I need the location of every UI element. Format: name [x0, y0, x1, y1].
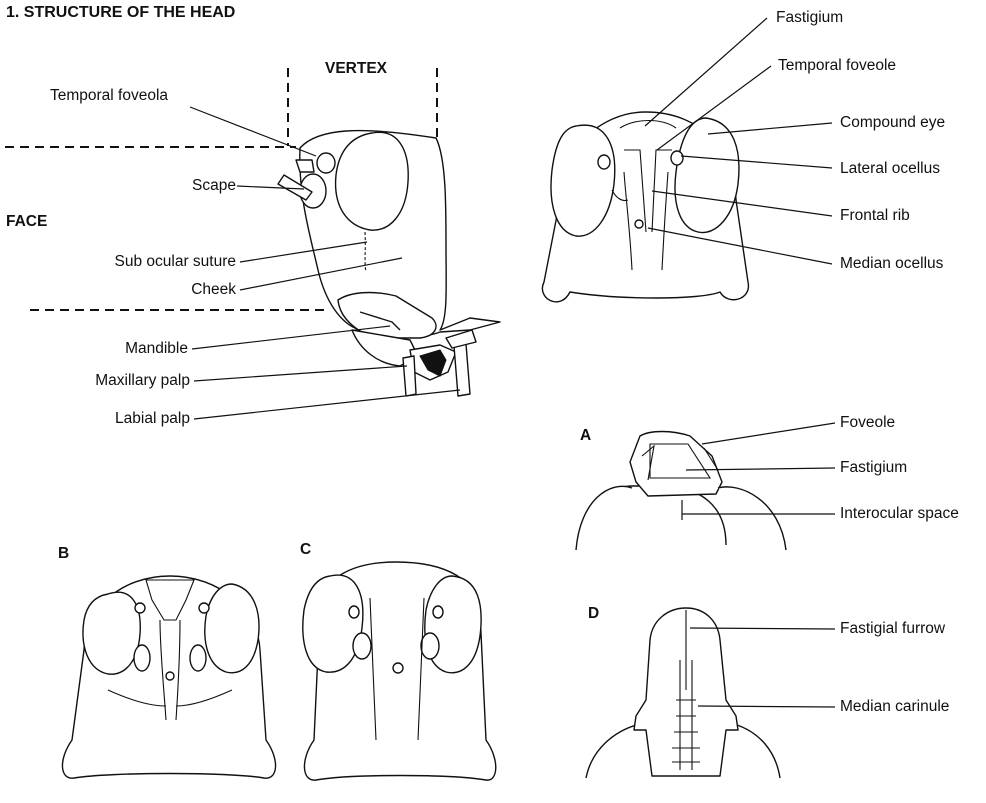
front-view-head — [542, 112, 748, 302]
label-frontal-rib: Frontal rib — [840, 207, 910, 225]
leader-lines — [190, 18, 835, 707]
label-lateral-ocellus: Lateral ocellus — [840, 160, 940, 178]
panel-c-drawing — [303, 562, 496, 780]
label-foveole: Foveole — [840, 414, 895, 432]
label-maxillary-palp: Maxillary palp — [40, 372, 190, 390]
label-fastigial-furrow: Fastigial furrow — [840, 620, 945, 638]
label-temporal-foveola: Temporal foveola — [50, 87, 168, 105]
label-median-ocellus: Median ocellus — [840, 255, 943, 273]
label-cheek: Cheek — [130, 281, 236, 299]
label-median-carinule: Median carinule — [840, 698, 949, 716]
label-compound-eye: Compound eye — [840, 114, 945, 132]
panel-d-drawing — [586, 608, 780, 778]
vertex-label: VERTEX — [325, 60, 387, 78]
panel-d-letter: D — [588, 605, 599, 623]
face-label: FACE — [6, 213, 47, 231]
panel-a-drawing — [576, 432, 786, 551]
panel-b-drawing — [62, 576, 275, 778]
label-temporal-foveole: Temporal foveole — [778, 57, 896, 75]
label-labial-palp: Labial palp — [60, 410, 190, 428]
label-fastigium-a: Fastigium — [840, 459, 907, 477]
page-title: 1. STRUCTURE OF THE HEAD — [6, 4, 235, 22]
panel-b-letter: B — [58, 545, 69, 563]
label-scape: Scape — [150, 177, 236, 195]
label-mandible: Mandible — [80, 340, 188, 358]
panel-c-letter: C — [300, 541, 311, 559]
label-fastigium-front: Fastigium — [776, 9, 843, 27]
label-sub-ocular-suture: Sub ocular suture — [40, 253, 236, 271]
side-view-head — [278, 131, 500, 396]
panel-a-letter: A — [580, 427, 591, 445]
label-interocular-space: Interocular space — [840, 505, 959, 523]
